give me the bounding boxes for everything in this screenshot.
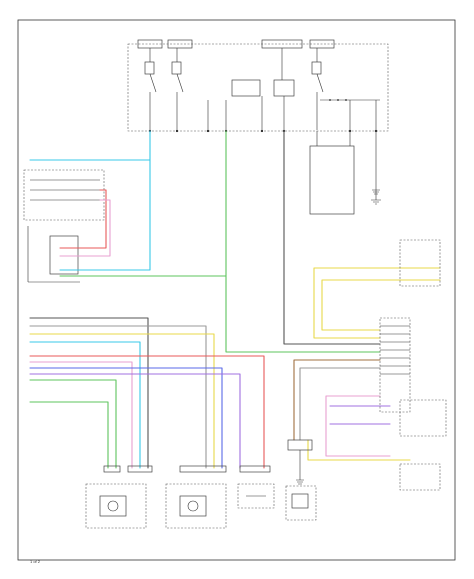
temperature-door-actuator	[165, 483, 227, 529]
wire-green-down	[29, 401, 109, 469]
wire-purple-right	[329, 405, 391, 425]
actuator-connectors	[103, 465, 271, 473]
wire-blue-harness	[29, 367, 223, 469]
wire-yellow-top	[313, 267, 441, 339]
wire-green-main	[225, 130, 381, 353]
wire-cyan-2	[59, 159, 151, 271]
relay-module-right	[309, 131, 380, 215]
temperature-sensor	[399, 399, 447, 491]
fuse-block-top	[127, 39, 389, 132]
mode-door-actuator	[85, 483, 147, 529]
wire-red-upper	[59, 189, 107, 249]
diagram-frame	[17, 19, 456, 561]
page-number: 1 of 2	[30, 559, 41, 564]
inline-connector	[287, 439, 313, 485]
wire-gray-right	[299, 367, 381, 441]
wire-cyan-harness	[29, 341, 141, 469]
wire-purple-harness	[29, 373, 241, 469]
recirculation-actuator	[237, 483, 275, 509]
wire-yellow-harness	[29, 333, 215, 469]
wire-yellow-2	[321, 279, 441, 331]
wire-brown-right	[293, 359, 381, 441]
hvac-control-module	[379, 239, 441, 413]
left-switch-assembly	[23, 169, 105, 283]
wire-pink-right	[325, 395, 391, 457]
wire-red-harness	[29, 355, 265, 469]
wire-cyan-1	[29, 130, 151, 161]
wire-yellow-right-low	[307, 439, 411, 461]
wire-green-harness	[29, 379, 117, 469]
wire-pink-upper	[59, 199, 111, 257]
ground-icon	[371, 190, 381, 205]
wire-gray-harness	[29, 325, 207, 469]
wire-pink-harness	[29, 361, 133, 469]
wire-black-harness	[29, 317, 149, 469]
ac-compressor-clutch	[285, 485, 317, 521]
wire-black-right	[283, 130, 381, 345]
